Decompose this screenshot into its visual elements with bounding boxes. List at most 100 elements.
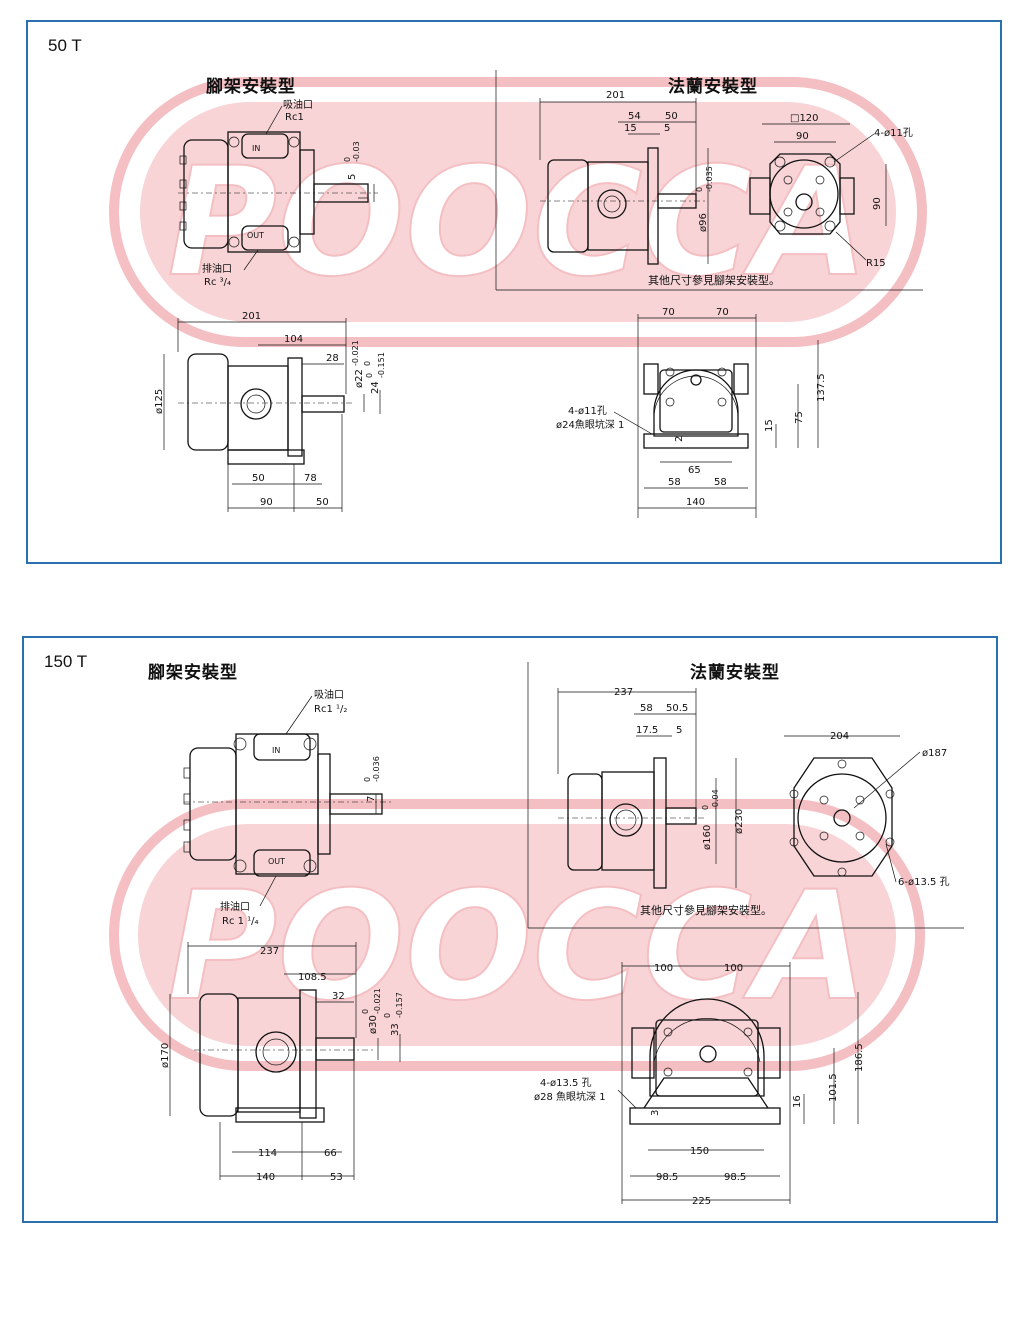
panel-label: 50 T <box>48 36 82 55</box>
discharge-size: Rc ³/₄ <box>204 277 231 288</box>
flange-width: 204 <box>830 731 849 742</box>
svg-text:65: 65 <box>688 465 701 476</box>
svg-text:28: 28 <box>326 353 339 364</box>
svg-text:15: 15 <box>624 123 637 134</box>
watermark-text: POOCCA <box>167 860 868 1034</box>
watermark-text: POOCCA <box>167 136 868 310</box>
key-width: 7 <box>366 796 377 802</box>
suction-size: Rc1 <box>285 112 304 123</box>
foot-shaft-dia: ø22 <box>354 369 365 388</box>
svg-text:50: 50 <box>665 111 678 122</box>
svg-text:-0.04: -0.04 <box>711 789 720 810</box>
svg-text:0: 0 <box>383 1013 392 1018</box>
flange-mount-heading: 法蘭安裝型 <box>668 77 758 97</box>
svg-text:114: 114 <box>258 1148 277 1159</box>
foot-key-height: 24 <box>370 381 381 394</box>
svg-text:104: 104 <box>284 334 303 345</box>
out-mark: OUT <box>247 231 264 240</box>
flange-side-view: 237 58 50.5 17.5 5 ø160 0 -0.04 ø230 其他尺… <box>557 687 772 917</box>
svg-text:70: 70 <box>662 307 675 318</box>
svg-text:58: 58 <box>640 703 653 714</box>
in-mark: IN <box>252 144 260 153</box>
svg-text:75: 75 <box>794 411 805 424</box>
flange-outer: ø230 <box>734 809 745 834</box>
svg-text:15: 15 <box>764 419 775 432</box>
svg-text:-0.157: -0.157 <box>395 992 404 1018</box>
flange-side-view: 201 54 50 15 5 ø96 0 -0.035 其他尺寸參見腳架安裝型。 <box>539 90 780 287</box>
svg-text:98.5: 98.5 <box>656 1172 678 1183</box>
svg-text:-0.036: -0.036 <box>372 756 381 782</box>
svg-text:-0.021: -0.021 <box>373 988 382 1014</box>
foot-shaft-dia: ø30 <box>368 1015 379 1034</box>
panel-50t: POOCCA IN OUT 吸油口 Rc1 排油口 Rc ³/₄ <box>26 20 1002 564</box>
flange-note: 其他尺寸參見腳架安裝型。 <box>640 903 772 917</box>
svg-text:54: 54 <box>628 111 641 122</box>
foot-body-dia: ø125 <box>154 389 165 414</box>
svg-text:0: 0 <box>363 777 372 782</box>
out-mark: OUT <box>268 857 285 866</box>
foot-holes: 4-ø13.5 孔 <box>540 1077 592 1089</box>
foot-length: 237 <box>260 946 279 957</box>
foot-end-view: 100 100 186.5 101.5 16 3 150 98.5 98.5 2… <box>534 962 865 1207</box>
svg-text:58: 58 <box>668 477 681 488</box>
flange-holes: 6-ø13.5 孔 <box>898 876 950 888</box>
svg-text:-0.021: -0.021 <box>351 340 360 366</box>
svg-text:140: 140 <box>256 1172 275 1183</box>
panel-150t: POOCCA IN OUT 吸油口 Rc1 ¹/₂ 排油口 Rc 1 ¹/₄ <box>22 636 998 1223</box>
flange-square: □120 <box>790 113 819 124</box>
foot-top-view: IN OUT 吸油口 Rc1 排油口 Rc ³/₄ 5 0 -0.03 <box>178 98 378 288</box>
foot-top-view: IN OUT 吸油口 Rc1 ¹/₂ 排油口 Rc 1 ¹/₄ 7 0 -0.0… <box>183 688 394 927</box>
svg-text:0: 0 <box>701 805 710 810</box>
discharge-label: 排油口 <box>202 262 232 275</box>
foot-mount-heading: 腳架安裝型 <box>206 77 296 97</box>
foot-key-height: 33 <box>390 1023 401 1036</box>
foot-spotface: ø24魚眼坑深 1 <box>556 418 624 431</box>
flange-length: 237 <box>614 687 633 698</box>
svg-text:140: 140 <box>686 497 705 508</box>
foot-length: 201 <box>242 311 261 322</box>
foot-side-view: 201 104 28 ø125 ø22 0 -0.021 24 0 -0.151… <box>154 311 386 512</box>
svg-text:2: 2 <box>674 436 685 442</box>
svg-text:0: 0 <box>363 361 372 366</box>
svg-text:0: 0 <box>343 157 352 162</box>
foot-spotface: ø28 魚眼坑深 1 <box>534 1090 606 1103</box>
suction-label: 吸油口 <box>314 688 344 701</box>
suction-size: Rc1 ¹/₂ <box>314 704 347 715</box>
foot-end-view: 70 70 137.5 75 15 2 65 58 58 140 4-ø11孔 … <box>556 307 827 518</box>
svg-text:5: 5 <box>664 123 670 134</box>
watermark-logo: POOCCA <box>109 799 925 1071</box>
flange-pilot: ø96 <box>698 213 709 232</box>
suction-label: 吸油口 <box>283 98 313 111</box>
svg-text:0: 0 <box>695 187 704 192</box>
svg-text:17.5: 17.5 <box>636 725 658 736</box>
svg-text:66: 66 <box>324 1148 337 1159</box>
svg-text:53: 53 <box>330 1172 343 1183</box>
svg-text:100: 100 <box>724 963 743 974</box>
svg-text:-0.035: -0.035 <box>705 166 714 192</box>
foot-side-view: 237 108.5 32 ø170 ø30 0 -0.021 33 0 -0.1… <box>160 942 404 1183</box>
discharge-label: 排油口 <box>220 900 250 913</box>
foot-mount-heading: 腳架安裝型 <box>148 663 238 683</box>
svg-text:50: 50 <box>252 473 265 484</box>
svg-text:16: 16 <box>792 1095 803 1108</box>
foot-holes: 4-ø11孔 <box>568 405 607 417</box>
svg-text:50.5: 50.5 <box>666 703 688 714</box>
drawing-50t: POOCCA IN OUT 吸油口 Rc1 排油口 Rc ³/₄ <box>109 70 927 518</box>
svg-text:90: 90 <box>872 197 883 210</box>
svg-text:90: 90 <box>260 497 273 508</box>
flange-front-view: □120 90 90 4-ø11孔 R15 <box>749 113 913 269</box>
svg-text:0: 0 <box>361 1009 370 1014</box>
svg-text:32: 32 <box>332 991 345 1002</box>
panel-label: 150 T <box>44 652 88 671</box>
flange-mount-heading: 法蘭安裝型 <box>690 663 780 683</box>
svg-text:98.5: 98.5 <box>724 1172 746 1183</box>
watermark-logo: POOCCA <box>109 77 927 347</box>
svg-text:137.5: 137.5 <box>816 373 827 402</box>
svg-text:78: 78 <box>304 473 317 484</box>
flange-pcd: ø187 <box>922 748 947 759</box>
foot-body-dia: ø170 <box>160 1043 171 1068</box>
svg-text:225: 225 <box>692 1196 711 1207</box>
flange-front-view: 204 ø187 6-ø13.5 孔 <box>784 731 950 888</box>
flange-note: 其他尺寸參見腳架安裝型。 <box>648 273 780 287</box>
svg-text:58: 58 <box>714 477 727 488</box>
